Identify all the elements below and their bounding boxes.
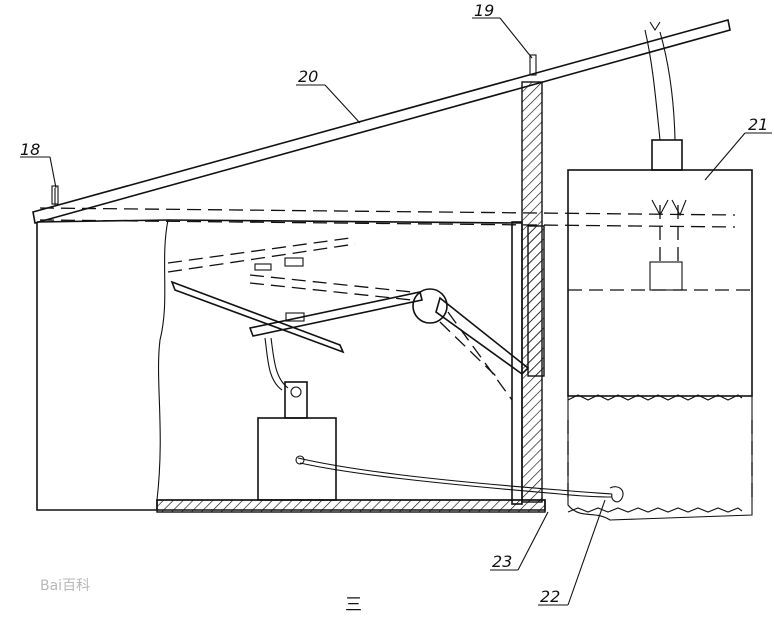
label-18: 18 <box>20 140 40 159</box>
vertical-post <box>511 81 545 505</box>
label-20: 20 <box>298 67 318 86</box>
lever-mechanism <box>170 280 530 401</box>
water-tank <box>567 139 753 521</box>
leader-lines <box>20 17 772 606</box>
pump-assembly <box>257 337 613 501</box>
inclined-board <box>32 18 731 225</box>
watermark-logo: Bai百科 <box>40 578 90 594</box>
label-23: 23 <box>492 552 512 571</box>
figure-caption: 三 <box>345 595 362 615</box>
label-21: 21 <box>748 115 768 134</box>
dashed-guides <box>39 207 736 301</box>
label-19: 19 <box>474 1 494 20</box>
label-22: 22 <box>540 587 560 606</box>
enclosure <box>36 219 546 513</box>
